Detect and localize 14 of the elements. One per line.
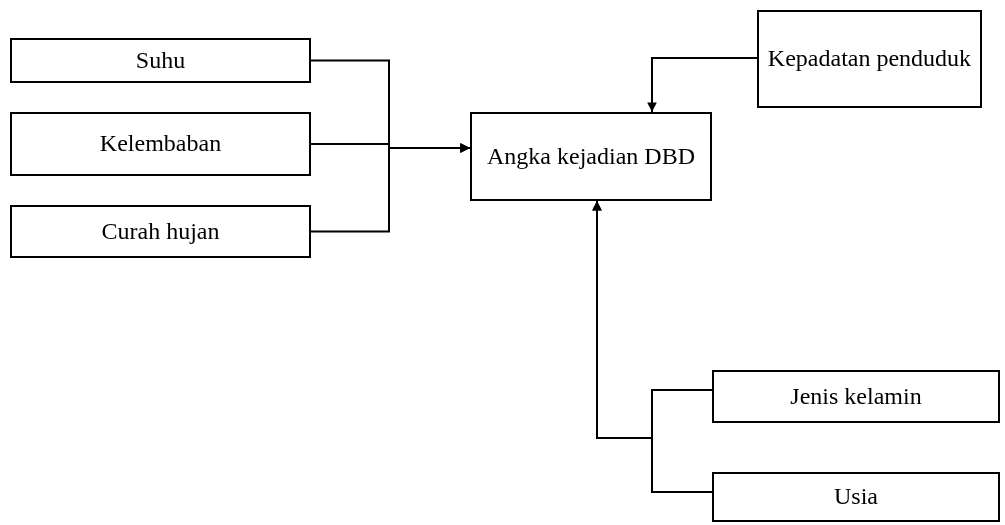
factor-box xyxy=(10,205,311,258)
box-label: Suhu xyxy=(135,45,186,75)
factor-box xyxy=(712,472,1000,522)
factor-box xyxy=(10,112,311,176)
box-label: Kelembaban xyxy=(99,129,222,159)
factor-box xyxy=(712,370,1000,423)
box-label: Kepadatan penduduk xyxy=(767,44,972,74)
factor-box xyxy=(757,10,982,108)
factor-box xyxy=(470,112,712,201)
box-label: Angka kejadian DBD xyxy=(487,141,695,171)
box-label: Curah hujan xyxy=(101,216,220,246)
box-label: Jenis kelamin xyxy=(790,381,922,411)
box-label: Usia xyxy=(834,482,878,512)
factor-box xyxy=(10,38,311,83)
